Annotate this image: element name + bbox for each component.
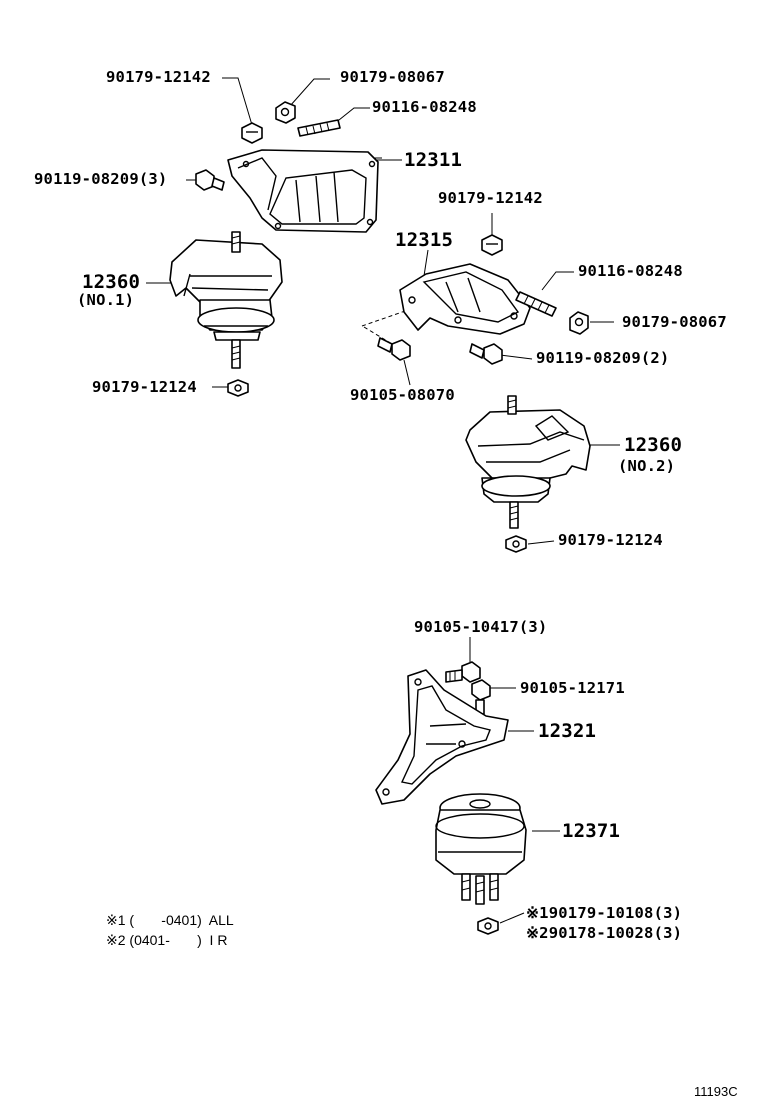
bolt-90119-08209-left (195, 169, 225, 191)
label-90178-10028-3: ※290178-10028(3) (526, 924, 683, 942)
nut-90179-12142-center (481, 234, 503, 256)
nut-90179-12142-top-left (241, 122, 263, 144)
label-90116-08248-top: 90116-08248 (372, 98, 477, 116)
bracket-12321 (375, 669, 509, 805)
bracket-12315 (399, 263, 531, 335)
label-90179-12142-center: 90179-12142 (438, 189, 543, 207)
label-12371: 12371 (562, 820, 621, 842)
label-90179-10108-3: ※190179-10108(3) (526, 904, 683, 922)
engine-mount-12360-no1 (169, 231, 283, 369)
nut-90179-08067-top (275, 101, 296, 124)
label-90105-10417-3: 90105-10417(3) (414, 618, 548, 636)
bolt-90119-08209-center (469, 343, 503, 365)
label-no2: (NO.2) (618, 457, 676, 475)
label-90119-08209-3: 90119-08209(3) (34, 170, 168, 188)
diagram-reference-code: 11193C (694, 1084, 738, 1099)
engine-mount-12371 (435, 793, 527, 905)
engine-mount-12360-no2 (465, 395, 591, 529)
label-no1: (NO.1) (77, 291, 135, 309)
bracket-12311 (227, 149, 379, 233)
label-90179-12124-left: 90179-12124 (92, 378, 197, 396)
label-12315: 12315 (395, 229, 454, 251)
label-90105-08070: 90105-08070 (350, 386, 455, 404)
label-90105-12171: 90105-12171 (520, 679, 625, 697)
label-90116-08248-right: 90116-08248 (578, 262, 683, 280)
label-90179-12124-right: 90179-12124 (558, 531, 663, 549)
label-90179-08067-right: 90179-08067 (622, 313, 727, 331)
bolt-90105-08070 (377, 337, 411, 361)
label-12360-no2: 12360 (624, 434, 683, 456)
note-line-1: ※1 ( -0401) ALL (106, 912, 234, 928)
note-line-2: ※2 (0401- ) I R (106, 932, 228, 948)
label-12321: 12321 (538, 720, 597, 742)
nut-90179-10108-90178-10028 (477, 917, 499, 935)
label-90119-08209-2: 90119-08209(2) (536, 349, 670, 367)
label-90179-12142-top: 90179-12142 (106, 68, 211, 86)
stud-90116-08248-top (297, 119, 341, 137)
stud-90116-08248-right (515, 291, 557, 317)
label-90179-08067-top: 90179-08067 (340, 68, 445, 86)
label-12360-no1: 12360 (82, 271, 141, 293)
nut-90179-12124-left (227, 379, 249, 397)
label-12311: 12311 (404, 149, 463, 171)
nut-90179-12124-right (505, 535, 527, 553)
nut-90179-08067-right (569, 311, 589, 335)
bolt-90105-10417 (445, 661, 481, 683)
